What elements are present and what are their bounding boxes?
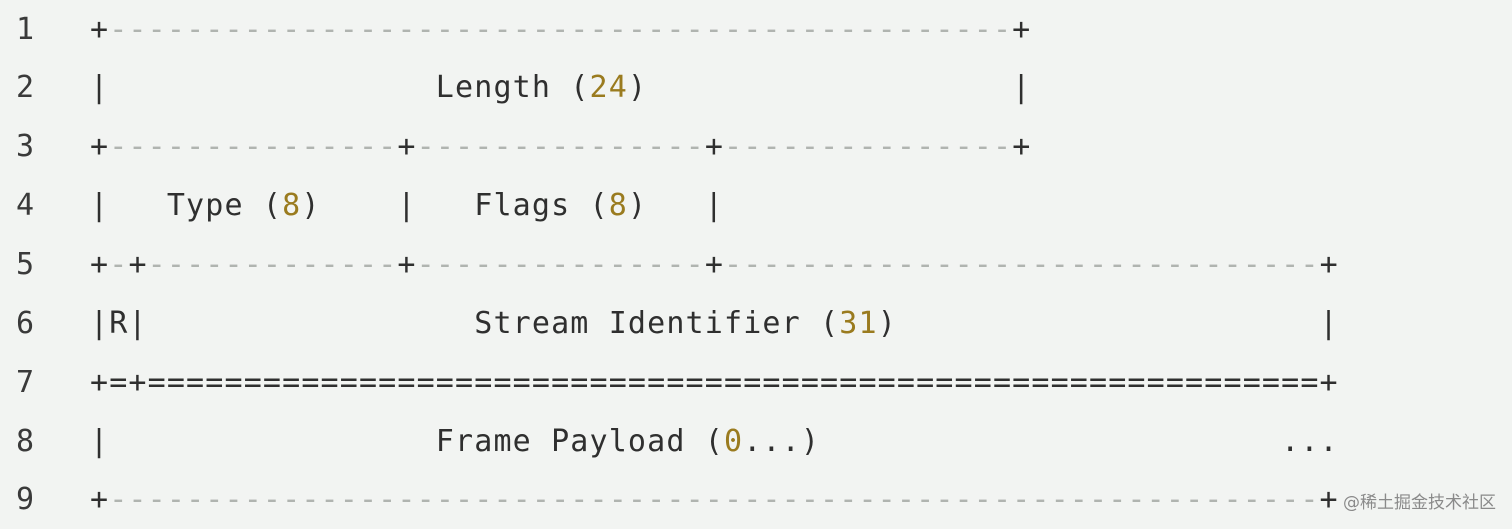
code-line: 3 +---------------+---------------+-----… bbox=[0, 117, 1512, 176]
code-line: 2 | Length (24) | bbox=[0, 58, 1512, 117]
line-text: +-+-------------+---------------+-------… bbox=[90, 247, 1339, 282]
line-number: 4 bbox=[16, 188, 35, 223]
code-line: 5 +-+-------------+---------------+-----… bbox=[0, 235, 1512, 294]
line-number: 6 bbox=[16, 306, 35, 341]
code-line: 8 | Frame Payload (0...) ... bbox=[0, 412, 1512, 471]
line-number: 5 bbox=[16, 247, 35, 282]
line-number: 3 bbox=[16, 129, 35, 164]
line-text: +---------------+---------------+-------… bbox=[90, 129, 1032, 164]
code-line: 7 +=+===================================… bbox=[0, 353, 1512, 412]
watermark: @稀土掘金技术社区 bbox=[1343, 493, 1496, 513]
line-text: | Length (24) | bbox=[90, 70, 1032, 105]
line-text: |R| Stream Identifier (31) | bbox=[90, 306, 1339, 341]
line-number: 1 bbox=[16, 12, 35, 47]
line-text: +---------------------------------------… bbox=[90, 482, 1339, 517]
line-number: 9 bbox=[16, 482, 35, 517]
line-text: +---------------------------------------… bbox=[90, 12, 1032, 47]
line-number: 8 bbox=[16, 424, 35, 459]
code-line: 6 |R| Stream Identifier (31) | bbox=[0, 294, 1512, 353]
line-number: 2 bbox=[16, 70, 35, 105]
line-text: | Type (8) | Flags (8) | bbox=[90, 188, 725, 223]
code-line: 4 | Type (8) | Flags (8) | bbox=[0, 176, 1512, 235]
code-line: 9 +-------------------------------------… bbox=[0, 470, 1512, 529]
line-number: 7 bbox=[16, 365, 35, 400]
line-text: +=+=====================================… bbox=[90, 365, 1339, 400]
code-line: 1 +-------------------------------------… bbox=[0, 0, 1512, 59]
line-text: | Frame Payload (0...) ... bbox=[90, 424, 1339, 459]
